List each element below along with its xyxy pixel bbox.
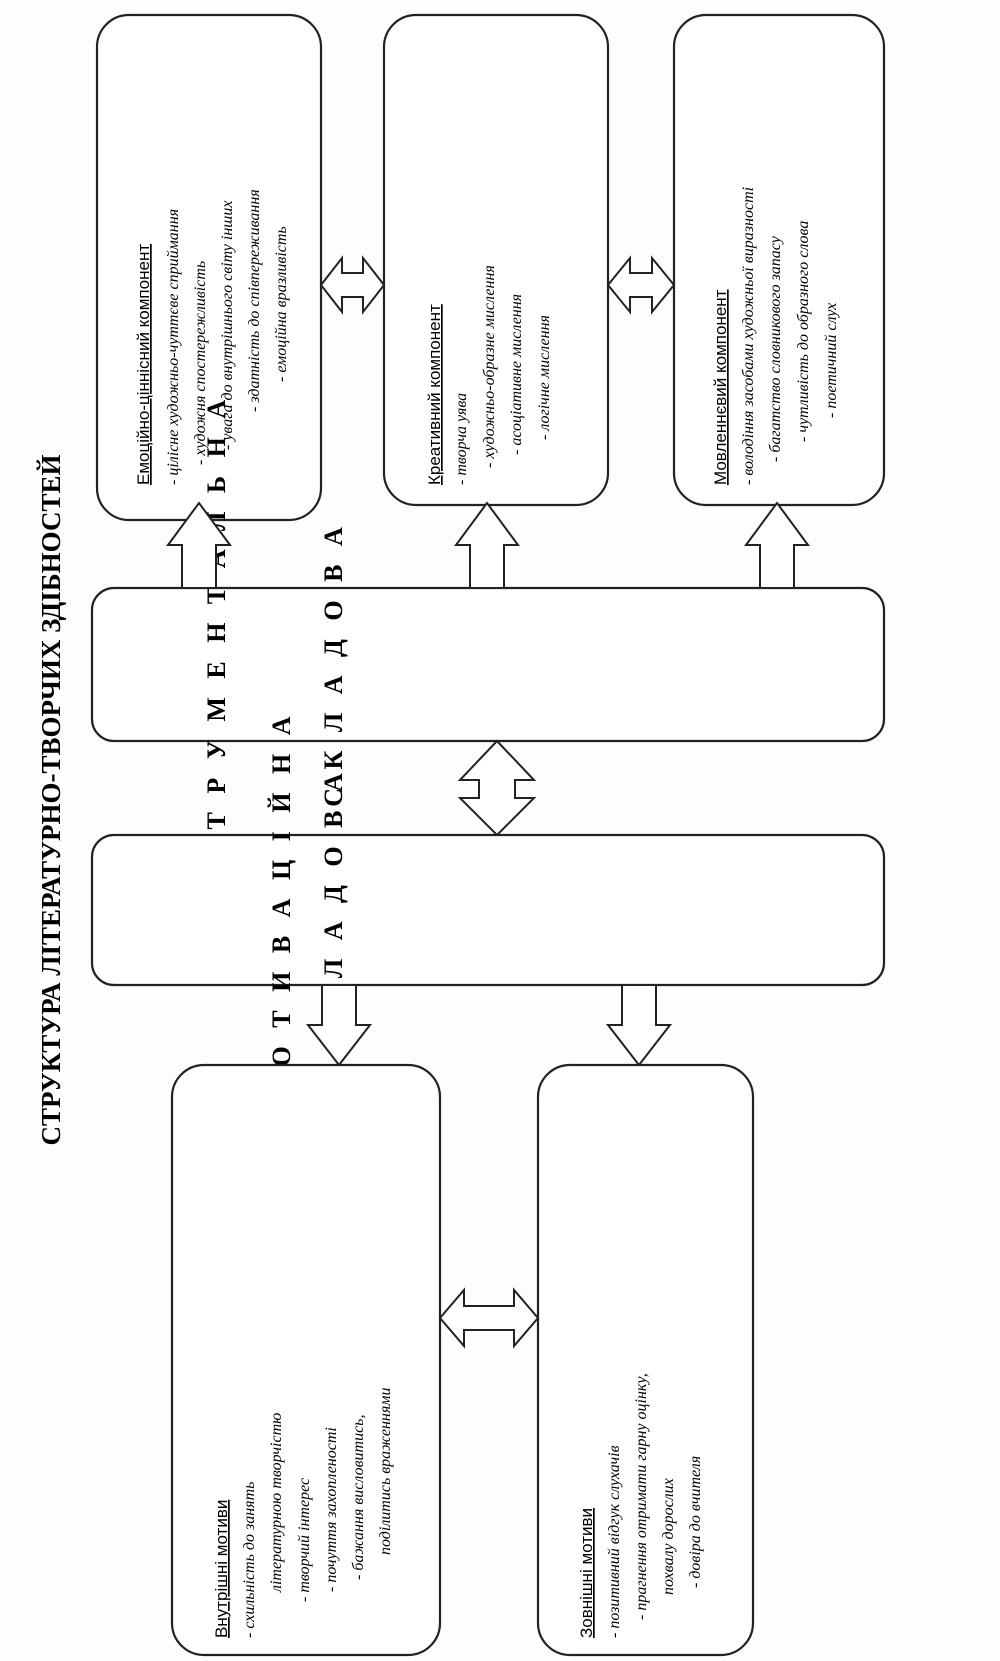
emotional-component-box: Емоційно-ціннісний компонент - цілісне х… — [95, 13, 323, 522]
internal-item-6: поділитись враженнями — [377, 1388, 394, 1555]
creative-item-4: - логічне мислення — [536, 315, 553, 440]
down-arrow-to-external — [605, 984, 673, 1067]
emotional-item-3: - увага до внутрішнього світу інших — [219, 201, 236, 450]
instrumental-component-box: С К Л А Д О В А І Н С Т Р У М Е Н Т А Л … — [90, 394, 886, 934]
external-item-2: - прагнення отримати гарну оцінку, — [633, 1373, 650, 1620]
speech-component-box: Мовленнєвий компонент - володіння засоба… — [672, 13, 886, 507]
double-arrow-internal-external — [438, 1287, 540, 1349]
motivational-line-2: М О Т И В А Ц І Й Н А — [267, 710, 296, 1109]
internal-item-1: - схильність до занять — [241, 1482, 258, 1638]
up-arrow-to-speech — [744, 501, 810, 589]
creative-item-2: - художньо-образне мислення — [481, 265, 498, 468]
internal-item-4: - почуття захопленості — [323, 1427, 340, 1592]
emotional-item-5: - емоційна вразливість — [273, 226, 290, 382]
creative-component-title: Креативний компонент — [425, 304, 444, 485]
up-arrow-to-emotional — [166, 501, 232, 589]
creative-component-box: Креативний компонент - творча уява - худ… — [382, 13, 610, 507]
internal-motives-box: Внутрішні мотиви - схильність до занять … — [170, 1063, 442, 1657]
speech-item-3: - чутливість до образного слова — [795, 221, 812, 442]
creative-item-1: - творча уява — [453, 393, 470, 485]
internal-item-3: - творчий інтерес — [296, 1478, 313, 1602]
speech-item-2: - багатство словникового запасу — [767, 235, 784, 462]
double-arrow-creative-speech — [606, 255, 676, 315]
speech-item-4: - поетичний слух — [823, 303, 840, 418]
emotional-item-1: - цілісне художньо-чуттєве сприймання — [165, 209, 182, 485]
speech-item-1: - володіння засобами художньої виразност… — [740, 187, 757, 485]
down-arrow-to-internal — [305, 984, 373, 1067]
external-motives-title: Зовнішні мотиви — [577, 1508, 596, 1638]
internal-item-2: літературною творчістю — [268, 1413, 285, 1593]
creative-item-3: - асоціативне мислення — [508, 294, 525, 455]
external-item-1: - позитивний відгук слухачів — [606, 1445, 623, 1638]
up-arrow-to-creative — [454, 501, 520, 589]
external-item-4: - довіра до вчителя — [687, 1456, 704, 1588]
double-arrow-emotional-creative — [319, 255, 386, 315]
double-arrow-instrumental-motivational — [457, 739, 537, 837]
emotional-item-4: - здатність до співпереживання — [246, 189, 263, 412]
internal-motives-title: Внутрішні мотиви — [212, 1500, 231, 1638]
emotional-component-title: Емоційно-ціннісний компонент — [134, 244, 153, 485]
external-motives-box: Зовнішні мотиви - позитивний відгук слух… — [536, 1063, 755, 1657]
page-title: СТРУКТУРА ЛІТЕРАТУРНО-ТВОРЧИХ ЗДІБНОСТЕЙ — [36, 455, 66, 1146]
emotional-item-2: - художня спостережливість — [192, 261, 209, 465]
instrumental-line-1: С К Л А Д О В А — [319, 521, 348, 807]
external-item-3: похвалу дорослих — [660, 1478, 677, 1595]
speech-component-title: Мовленнєвий компонент — [711, 289, 730, 485]
internal-item-5: - бажання висловитись, — [350, 1415, 367, 1580]
